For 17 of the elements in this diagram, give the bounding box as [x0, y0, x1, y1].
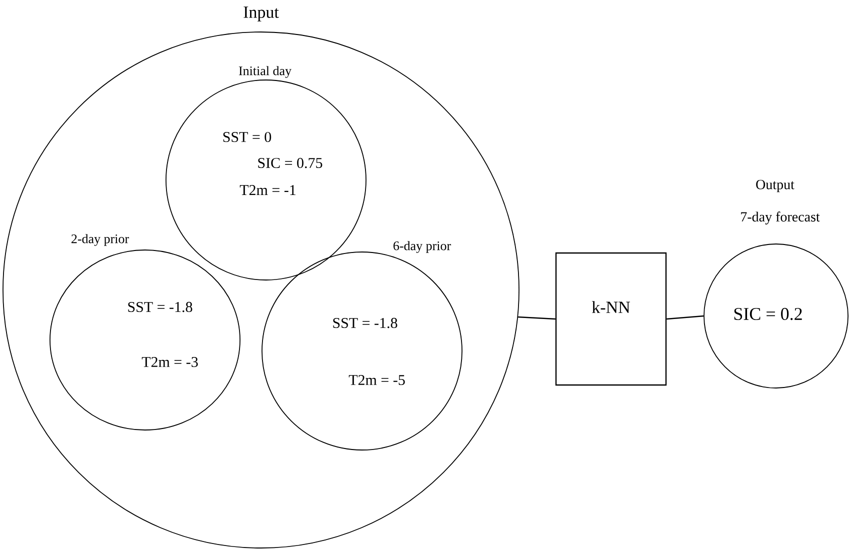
- label: k-NN: [592, 301, 630, 313]
- label: 2-day prior: [72, 234, 129, 246]
- label: SST = -1.8: [333, 318, 398, 328]
- label: T2m = -1: [240, 185, 296, 195]
- label: SIC = 0.75: [258, 158, 322, 168]
- label: Initial day: [238, 66, 292, 78]
- label: SIC = 0.2: [734, 308, 802, 320]
- label: 7-day forecast: [741, 212, 820, 224]
- label: 6-day prior: [394, 241, 451, 253]
- label: Output: [756, 180, 794, 192]
- label: SST = -1.8: [128, 302, 192, 312]
- connector-line: [666, 315, 704, 320]
- label: T2m = -5: [348, 374, 405, 386]
- connector-line: [518, 316, 556, 320]
- label: T2m = -3: [142, 356, 198, 368]
- label: Input: [244, 6, 279, 22]
- label: SST = 0: [223, 132, 272, 142]
